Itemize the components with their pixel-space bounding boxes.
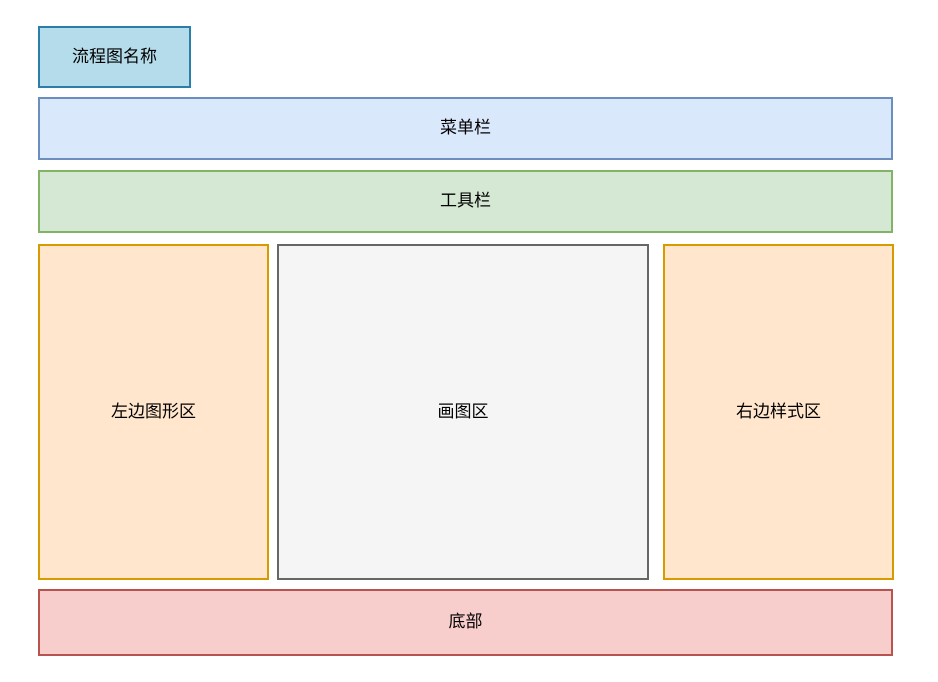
left-shapes-panel-shape: 左边图形区 [38, 244, 269, 580]
drawing-canvas-label: 画图区 [437, 401, 489, 421]
title-box-label: 流程图名称 [72, 46, 157, 66]
toolbar-shape: 工具栏 [38, 170, 893, 233]
bottom-bar-label: 底部 [448, 612, 483, 632]
menu-bar-label: 菜单栏 [440, 118, 491, 138]
toolbar-label: 工具栏 [440, 191, 491, 211]
right-styles-panel-label: 右边样式区 [736, 401, 821, 421]
menu-bar-shape: 菜单栏 [38, 97, 893, 160]
bottom-bar-shape: 底部 [38, 589, 893, 656]
right-styles-panel-shape: 右边样式区 [663, 244, 894, 580]
title-box-shape: 流程图名称 [38, 26, 191, 88]
drawing-canvas-shape: 画图区 [277, 244, 649, 580]
left-shapes-panel-label: 左边图形区 [111, 401, 196, 421]
